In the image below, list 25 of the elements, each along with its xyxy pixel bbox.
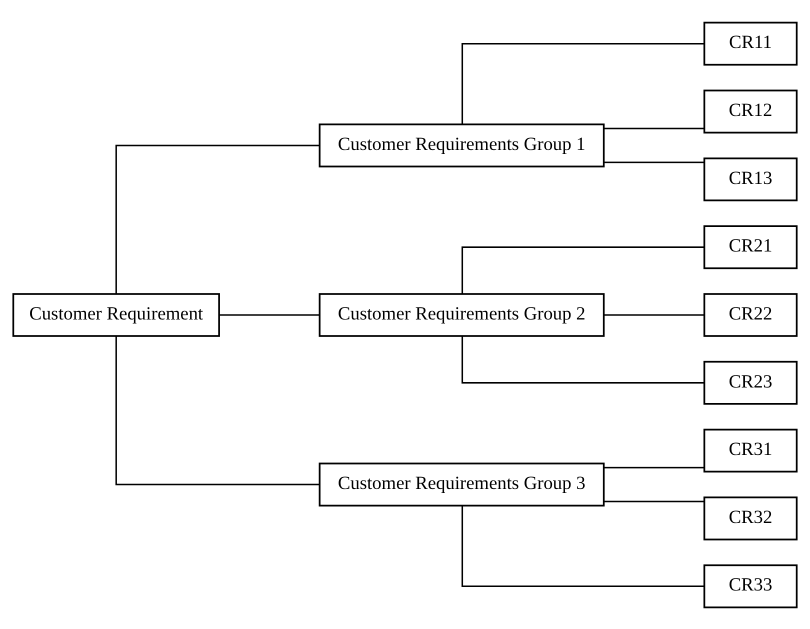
connector [604,466,704,468]
connector [219,314,320,316]
connector [462,336,704,384]
node-box: CR21 [703,224,798,269]
node-box: CR23 [703,360,798,404]
connector [604,127,704,129]
node-box: CR13 [703,156,798,201]
node-box: CR11 [703,21,798,66]
node-box: Customer Requirement [12,292,220,336]
node-box: CR32 [703,496,798,540]
node-box: CR12 [703,89,798,133]
connector [462,505,704,587]
connector [462,42,704,124]
node-box: CR33 [703,564,798,608]
connector [604,161,704,163]
connector [115,336,320,485]
connector [115,144,320,294]
node-box: Customer Requirements Group 2 [318,292,605,336]
connector [604,500,704,502]
connector [462,246,704,294]
connector [604,314,704,316]
node-box: Customer Requirements Group 3 [318,462,605,506]
node-box: Customer Requirements Group 1 [318,123,605,167]
node-box: CR22 [703,292,798,336]
node-box: CR31 [703,428,798,472]
